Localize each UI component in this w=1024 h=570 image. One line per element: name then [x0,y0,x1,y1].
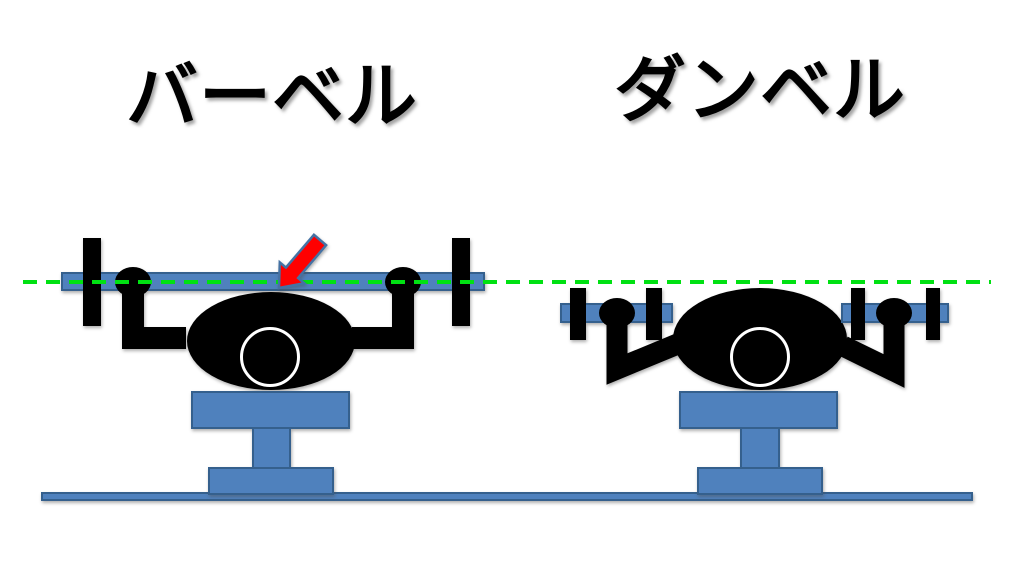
barbell-title: バーベル [125,57,418,137]
barbell-lifter-right-arm [352,282,414,349]
dumbbell-left-plate-inner [646,288,662,340]
dumbbell-title: ダンベル [613,51,906,131]
dumbbell-lifter-head [730,327,790,387]
dumbbell-lifter-right-arm [838,311,905,388]
barbell-lifter-left-arm [122,282,186,349]
down-left-arrow-icon [277,233,328,290]
dumbbell-hand-right [876,298,912,328]
dumbbell-right-plate-inner [851,288,865,340]
dumbbell-bench-base [697,467,823,495]
barbell-figure [61,238,485,495]
dumbbell-lifter-left-arm [606,311,685,385]
barbell-hand-left [115,267,151,297]
dumbbell-hand-left [599,298,635,328]
dumbbell-right-plate-outer [926,288,940,340]
barbell-bench-pad [191,391,350,429]
floor-line [41,492,973,501]
dumbbell-bench-pad [679,391,838,429]
dumbbell-bench-post [740,427,780,469]
dumbbell-figure [560,288,949,495]
barbell-bench-base [208,467,334,495]
barbell-bench-post [252,427,291,469]
dumbbell-left-plate-outer [570,288,586,340]
barbell-lifter-head [240,327,300,387]
